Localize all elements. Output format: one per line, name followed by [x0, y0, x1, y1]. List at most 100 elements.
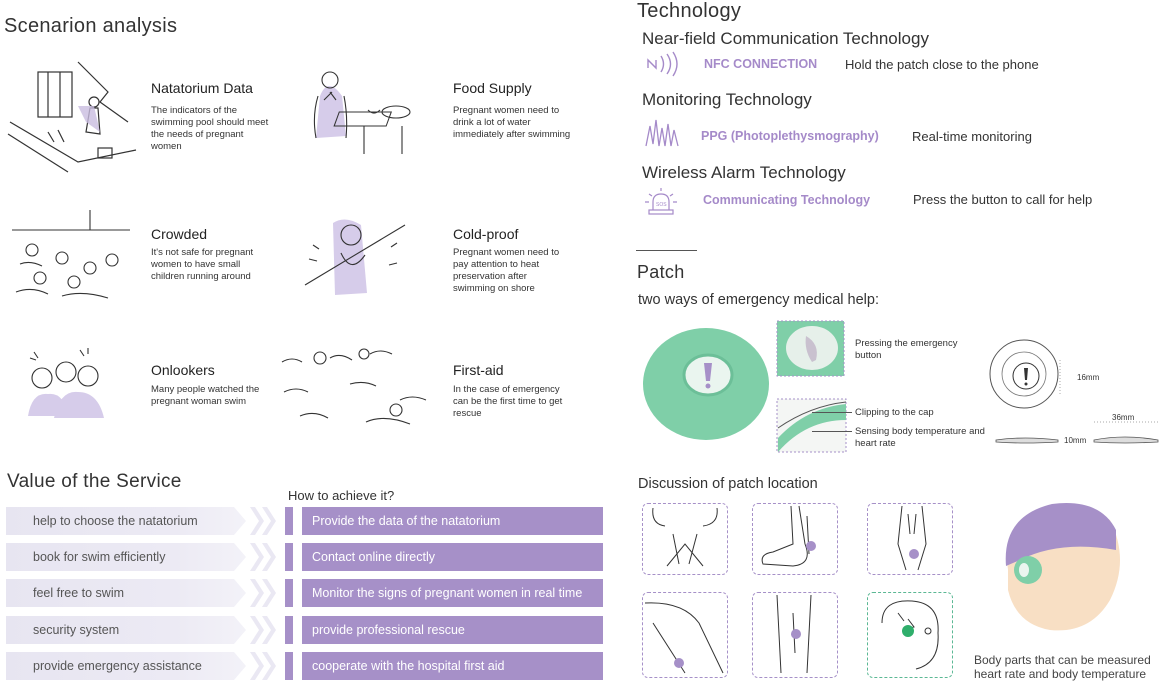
- chevron-icon: [262, 652, 276, 680]
- nfc-icon: [647, 51, 678, 77]
- value-row: help to choose the natatorium: [6, 507, 276, 535]
- how-label: Contact online directly: [312, 550, 435, 564]
- value-label: security system: [33, 623, 120, 637]
- location-head-panel: [867, 592, 953, 678]
- value-bar: [6, 507, 246, 535]
- scenario-item-title: First-aid: [453, 362, 504, 378]
- scenario-item-desc: In the case of emergency can be the firs…: [453, 384, 563, 419]
- chevron-icon: [262, 543, 276, 571]
- scenario-item-desc: Many people watched the pregnant woman s…: [151, 384, 260, 407]
- scenario-item-title: Natatorium Data: [151, 80, 253, 96]
- value-bar: [6, 616, 246, 644]
- pulse-wave-icon: [645, 119, 679, 147]
- chevron-icon: [250, 579, 264, 607]
- value-label: provide emergency assistance: [33, 659, 202, 673]
- section-divider: [636, 250, 697, 251]
- how-box: [302, 507, 603, 535]
- scenario-item-title: Food Supply: [453, 80, 532, 96]
- neck-drawing: [652, 507, 718, 567]
- dim-height: 16mm: [1077, 373, 1100, 382]
- chevron-icon: [250, 507, 264, 535]
- wrist-drawing: [897, 505, 927, 571]
- how-row: Monitor the signs of pregnant women in r…: [285, 579, 603, 607]
- crowded-pool-illustration: [12, 210, 130, 299]
- how-box: [302, 543, 603, 571]
- value-bar: [6, 579, 246, 607]
- leader-line: [812, 431, 852, 432]
- how-label: provide professional rescue: [312, 623, 465, 637]
- how-row: Provide the data of the natatorium: [285, 507, 603, 535]
- how-label: cooperate with the hospital first aid: [312, 659, 505, 673]
- value-row: provide emergency assistance: [6, 652, 276, 680]
- how-marker: [285, 507, 293, 535]
- value-row: feel free to swim: [6, 579, 276, 607]
- how-row: cooperate with the hospital first aid: [285, 652, 603, 680]
- patch-title: Patch: [637, 262, 685, 282]
- how-marker: [285, 543, 293, 571]
- scenario-item-desc: Pregnant women need to pay attention to …: [453, 247, 560, 294]
- sensing-label: Sensing body temperature and heart rate: [855, 426, 985, 449]
- value-row: book for swim efficiently: [6, 543, 276, 571]
- scenario-item-desc: The indicators of the swimming pool shou…: [151, 105, 269, 152]
- location-arm-panel: [642, 592, 728, 678]
- tech-name: NFC CONNECTION: [704, 57, 818, 71]
- value-row: security system: [6, 616, 276, 644]
- patch-side-view-drawing: [995, 421, 1159, 444]
- onlookers-illustration: [28, 348, 104, 418]
- tech-title: Near-field Communication Technology: [642, 29, 929, 48]
- how-marker: [285, 616, 293, 644]
- location-ankle-panel: [752, 503, 838, 575]
- food-supply-illustration: [313, 71, 411, 154]
- value-bar: [6, 652, 246, 680]
- first-aid-illustration: [281, 348, 427, 425]
- chevron-icon: [262, 579, 276, 607]
- arm-drawing: [644, 602, 724, 674]
- patch-subtitle: two ways of emergency medical help:: [638, 292, 879, 308]
- tech-desc: Press the button to call for help: [913, 192, 1093, 207]
- chevron-icon: [262, 616, 276, 644]
- chevron-icon: [262, 507, 276, 535]
- head-patch-illustration: [1005, 503, 1120, 631]
- chevron-icon: [250, 652, 264, 680]
- location-caption-line1: Body parts that can be measured: [974, 653, 1151, 667]
- location-wrist-panel: [867, 503, 953, 575]
- how-marker: [285, 652, 293, 680]
- scenario-item-title: Cold-proof: [453, 226, 519, 242]
- how-title: How to achieve it?: [288, 488, 395, 503]
- how-row: provide professional rescue: [285, 616, 603, 644]
- press-label: Pressing the emergency button: [855, 338, 958, 361]
- tech-desc: Hold the patch close to the phone: [845, 57, 1039, 72]
- chevron-icon: [250, 616, 264, 644]
- how-label: Monitor the signs of pregnant women in r…: [312, 586, 583, 600]
- leg-drawing: [776, 594, 812, 674]
- svg-text:SOS: SOS: [656, 202, 667, 208]
- clip-label: Clipping to the cap: [855, 407, 934, 418]
- patch-device-illustration: [643, 328, 769, 440]
- location-caption-line2: heart rate and body temperature: [974, 667, 1147, 681]
- location-title: Discussion of patch location: [638, 476, 818, 492]
- sos-alarm-icon: SOS: [645, 188, 677, 215]
- scenario-item-title: Crowded: [151, 226, 208, 242]
- value-title: Value of the Service: [7, 471, 182, 492]
- clip-cap-illustration: [776, 398, 847, 453]
- location-neck-panel: [642, 503, 728, 575]
- tech-desc: Real-time monitoring: [912, 129, 1032, 144]
- patch-top-view-drawing: [989, 339, 1061, 409]
- value-bar: [6, 543, 246, 571]
- how-box: [302, 579, 603, 607]
- tech-name: Communicating Technology: [703, 193, 871, 207]
- natatorium-illustration: [7, 61, 137, 173]
- scenario-item-desc: It's not safe for pregnant women to have…: [151, 247, 254, 282]
- value-label: help to choose the natatorium: [33, 514, 198, 528]
- head-drawing: [881, 600, 939, 670]
- value-label: feel free to swim: [33, 586, 125, 600]
- dim-width: 36mm: [1112, 413, 1135, 422]
- dim-depth: 10mm: [1064, 436, 1087, 445]
- tech-title: Monitoring Technology: [642, 90, 812, 109]
- scenario-item-desc: Pregnant women need to drink a lot of wa…: [453, 105, 571, 140]
- tech-title: Wireless Alarm Technology: [642, 163, 846, 182]
- how-box: [302, 616, 603, 644]
- cold-proof-illustration: [304, 219, 406, 295]
- how-label: Provide the data of the natatorium: [312, 514, 501, 528]
- value-label: book for swim efficiently: [33, 550, 166, 564]
